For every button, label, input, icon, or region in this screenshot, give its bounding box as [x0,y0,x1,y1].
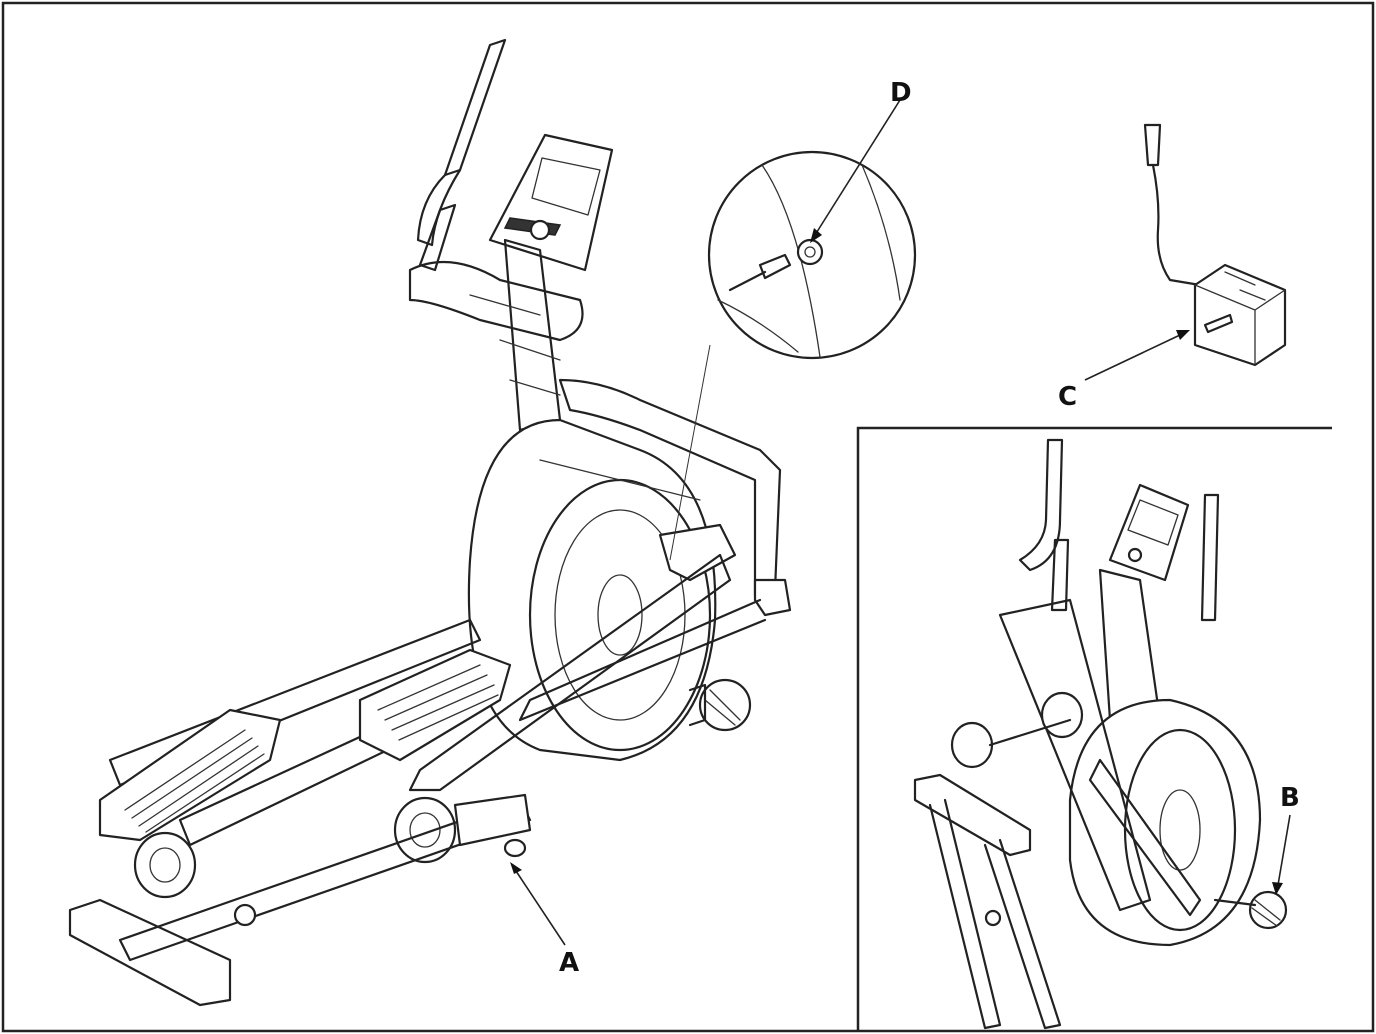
power-plug-detail [758,253,792,280]
console [488,133,614,272]
inset-shroud [1068,698,1262,947]
inset-knob-stem [1213,898,1257,907]
mast [503,238,562,432]
left-roller-hub [149,847,181,883]
leader-a [513,867,566,946]
inset-pedal-arm [998,598,1152,912]
adapter-brick [1193,263,1287,367]
callout-b: B [1280,783,1300,813]
console-screen [531,157,601,216]
inset-border [856,426,1332,1030]
arrowhead-b [1272,882,1283,895]
left-pedal-treads [124,729,265,833]
detail-power-port [669,150,917,561]
shroud-seam [539,459,701,501]
left-pedal [98,708,282,842]
inset-right-handlebar [1200,493,1220,622]
leader-b [1277,814,1291,886]
right-handlebar-curve [416,168,462,247]
adapter-plug-tip [1143,123,1162,167]
knob-grip [704,689,741,726]
power-socket [796,238,824,266]
arrowhead-a [510,862,522,874]
base-frame [118,798,532,962]
left-track-rail [108,618,482,787]
adapter-edges [1194,284,1286,366]
adapter-vents [1224,271,1266,301]
inset-link-arm [1088,758,1202,917]
handle-crossbar [408,260,584,342]
left-handle-pole [418,203,457,272]
inset-knob-grip [1251,899,1281,927]
crank-pedal-link [658,523,737,582]
leader-c [1084,334,1181,381]
inset-left-pole [1050,538,1070,612]
inset-roller-axle [988,718,1072,747]
power-adapter [1143,123,1287,367]
detail-circle [707,150,917,360]
right-roller-hub [409,812,441,848]
detail-curve-c [717,299,799,353]
inset-mast [1098,568,1162,722]
callout-d: D [890,78,912,108]
rear-base-block [453,793,532,847]
arrowhead-d [810,228,822,243]
inset-left-handlebar [1018,438,1064,572]
detail-curve-a [761,164,821,358]
inset-left-roller [950,721,994,769]
inset-right-roller [1040,691,1084,739]
elliptical-main-view [68,38,792,1007]
console-body [488,133,614,272]
leader-d [814,99,901,236]
inset-stabilizer [913,773,1032,857]
inset-panel [856,426,1332,1030]
flywheel-inner [554,509,686,721]
inset-console-screen [1127,499,1179,546]
right-pedal-plate [358,648,512,762]
left-pedal-plate [98,708,282,842]
power-socket-pin [804,246,816,258]
detail-pointer-line [669,344,711,561]
inset-flywheel [1123,728,1237,932]
detail-curve-b [861,164,901,301]
callout-c: C [1058,382,1078,412]
mast-detail [469,294,561,396]
inset-frame-left [928,798,1002,1030]
inset-console [1108,483,1190,582]
right-front-roller [393,796,457,864]
pedal-arm-right [408,553,732,792]
lower-link-bar [518,598,767,722]
right-pedal [358,648,512,762]
plug-cable-detail [728,270,767,292]
flywheel-hub [597,574,643,656]
adapter-prong [1203,313,1234,334]
right-handlebar-upper [443,38,507,177]
inset-flywheel-hub [1159,789,1201,871]
adjust-bolt [233,903,257,927]
flywheel-shroud [467,418,717,762]
arm-pivot [753,578,792,617]
right-pedal-treads [377,664,499,741]
leveler-foot-a [503,838,527,858]
arrowhead-c [1176,330,1190,340]
callout-a: A [559,948,580,978]
adapter-cord [1151,163,1202,287]
console-dial [529,219,551,241]
knob-stem [688,683,707,727]
inset-console-dial [1127,547,1143,563]
inset-bolt [984,909,1002,927]
left-front-roller [133,831,197,899]
inset-frame-right [983,838,1062,1030]
